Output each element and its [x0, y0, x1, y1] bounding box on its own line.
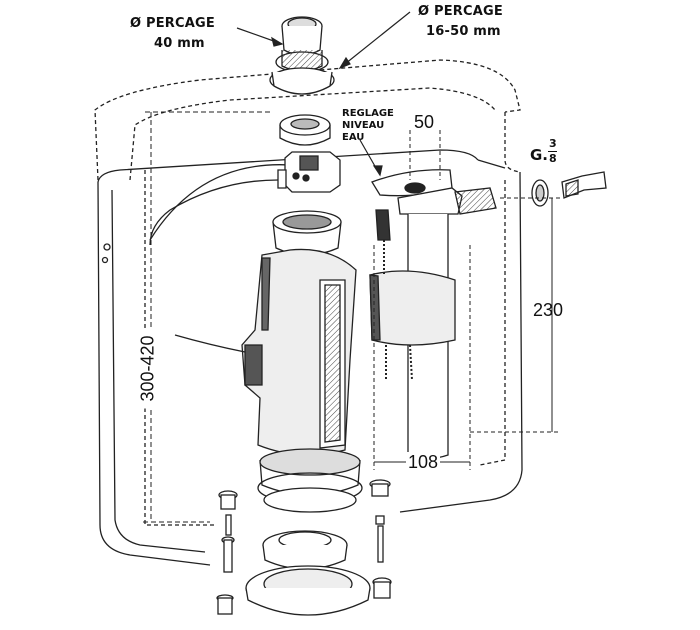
- water-level-adjust-label-3: EAU: [342, 132, 365, 143]
- dimension-108: 108: [406, 452, 441, 473]
- drill-hole-16-50-label: Ø PERCAGE: [418, 4, 503, 19]
- thread-size-numerator: 3: [549, 137, 557, 150]
- dimension-50: 50: [414, 112, 435, 132]
- fixing-screws: [216, 479, 392, 615]
- thread-size-denominator: 8: [549, 152, 557, 165]
- cistern-outline: [94, 59, 523, 566]
- thread-size-prefix: G.: [530, 146, 549, 164]
- push-button: [269, 16, 335, 95]
- dimension-230: 230: [533, 300, 564, 320]
- cable-connector: [149, 151, 341, 246]
- water-level-adjust-label-1: REGLAGE: [342, 108, 394, 119]
- flush-valve: [174, 210, 363, 513]
- drill-hole-40-label: Ø PERCAGE: [130, 16, 215, 31]
- fill-valve: [369, 169, 497, 460]
- drill-hole-16-50-size: 16-50 mm: [426, 24, 501, 39]
- water-level-adjust-label-2: NIVEAU: [342, 120, 385, 131]
- ring-nut: [279, 114, 331, 146]
- dimension-300-420: 300-420: [137, 328, 159, 409]
- thread-fraction-bar: [548, 151, 557, 152]
- seal-and-base: [245, 530, 371, 616]
- thread-fitting: [531, 171, 607, 207]
- leader-lines: [236, 11, 411, 177]
- drill-hole-40-size: 40 mm: [154, 36, 205, 51]
